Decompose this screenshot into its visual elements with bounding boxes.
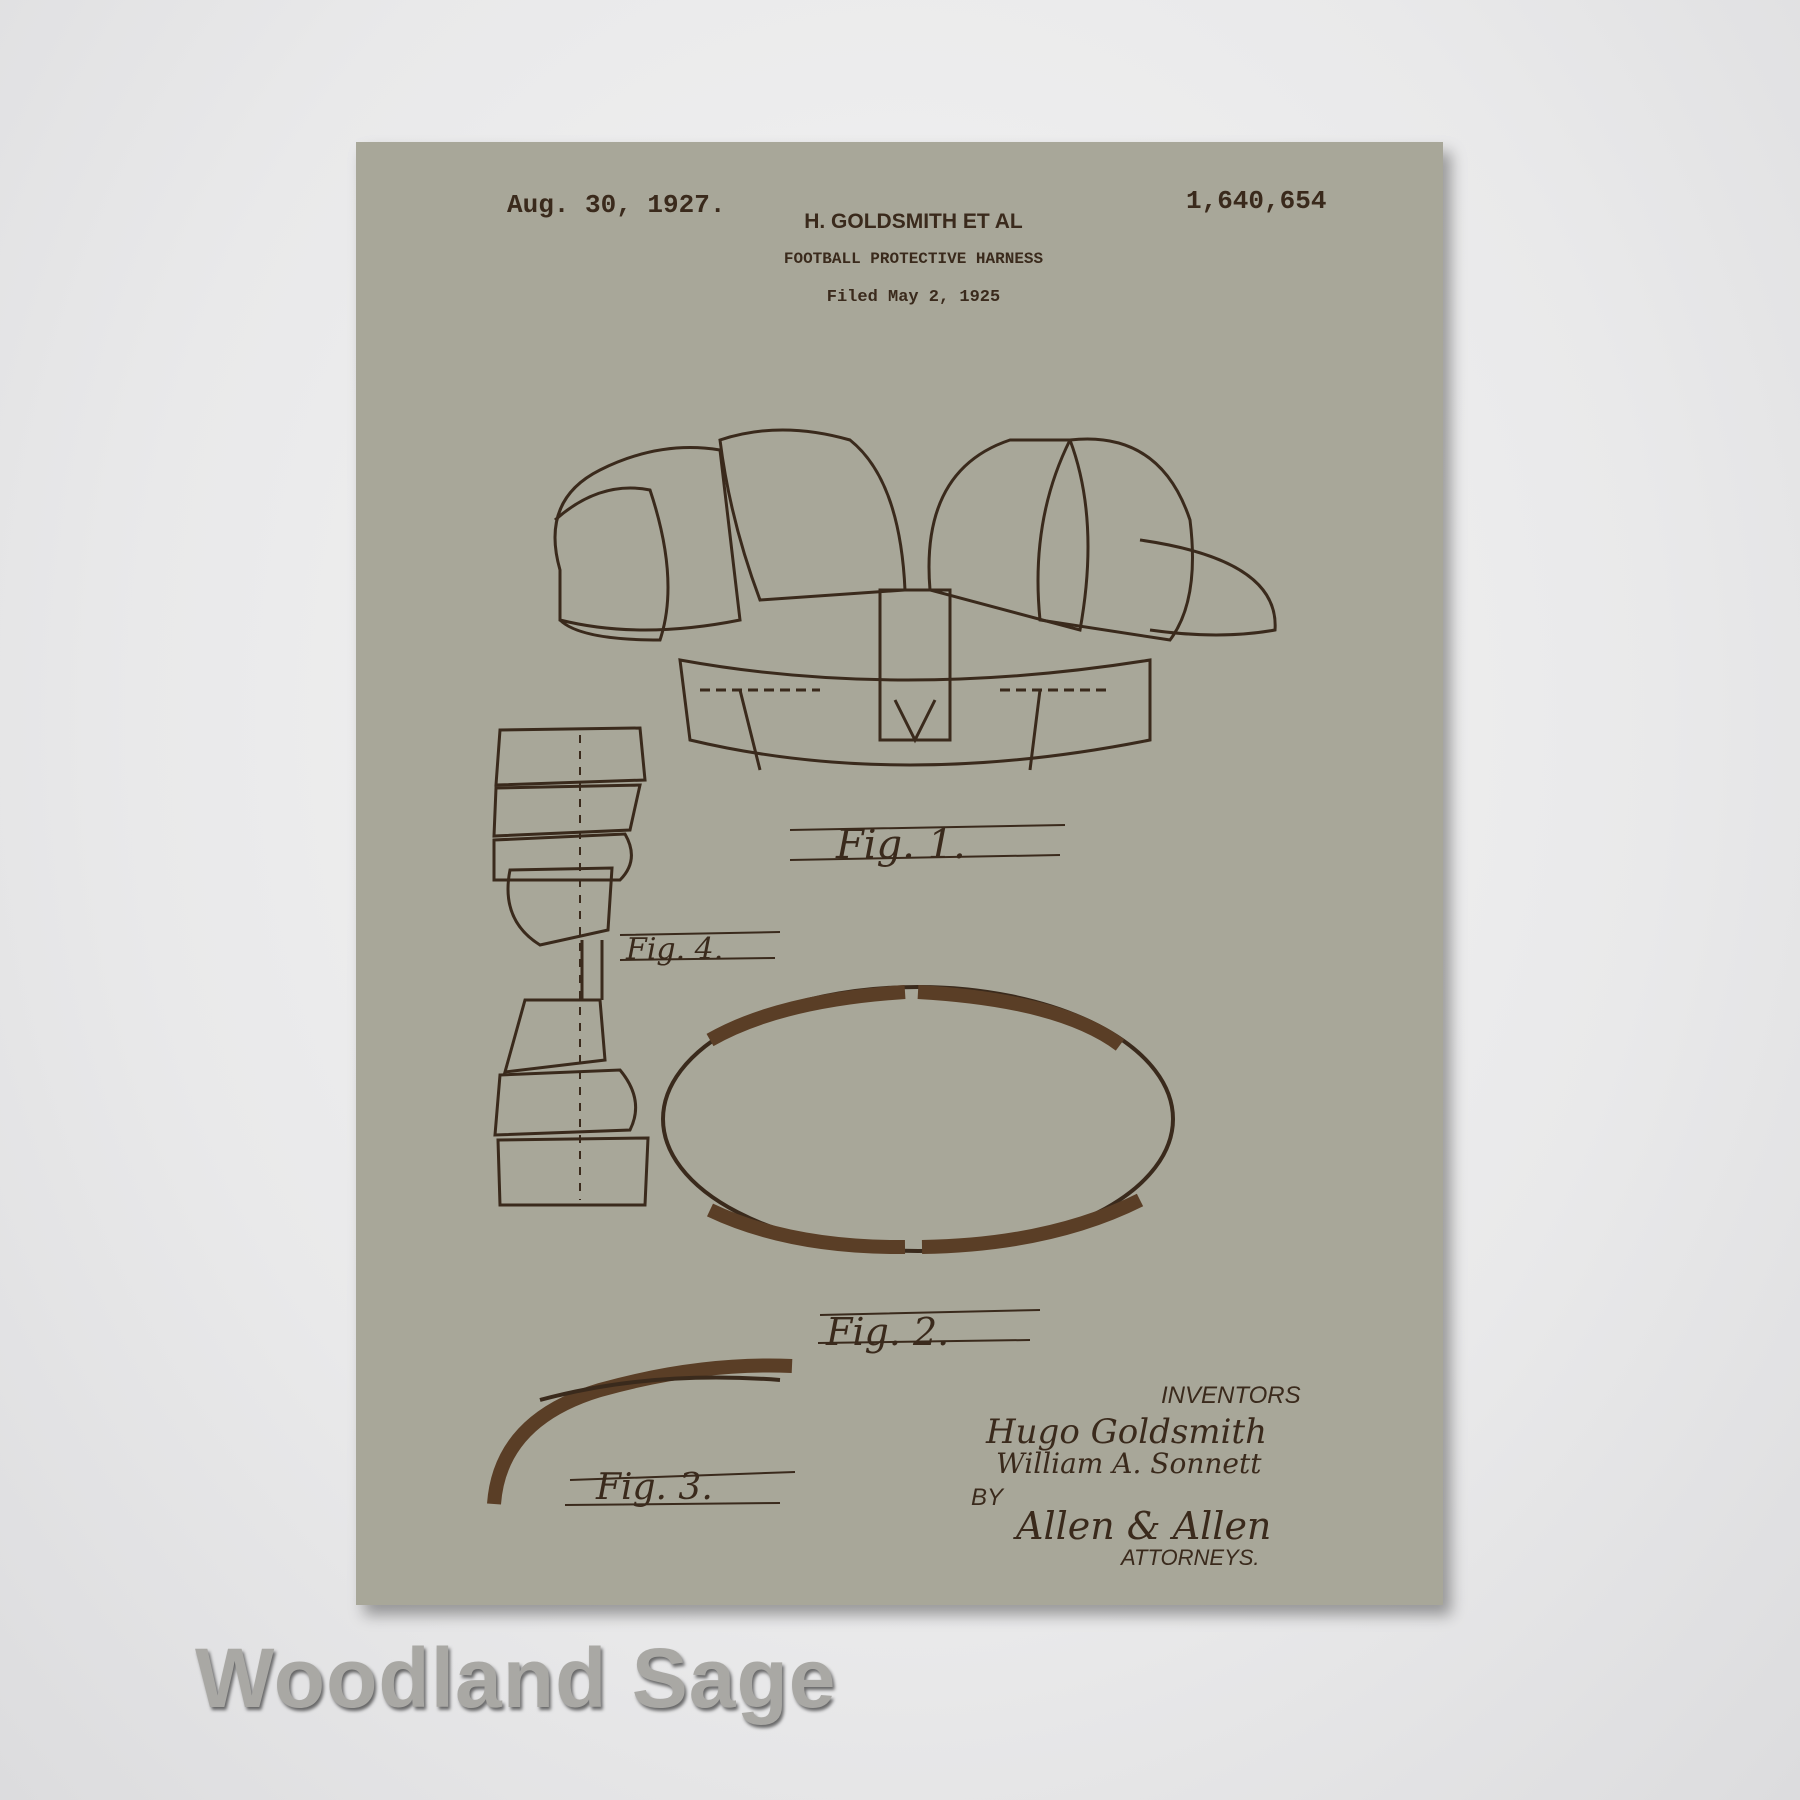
fig3-pad-section xyxy=(487,1358,796,1506)
fig2-label: Fig. 2. xyxy=(826,1310,950,1354)
attorneys-label: ATTORNEYS. xyxy=(1121,1545,1260,1570)
fig1-shoulder-pads xyxy=(553,428,1277,861)
patent-date: Aug. 30, 1927. xyxy=(507,190,726,220)
patent-print: Aug. 30, 1927. 1,640,654 H. GOLDSMITH ET… xyxy=(356,142,1443,1605)
inventor-signature-2: William A. Sonnett xyxy=(996,1447,1262,1480)
fig1-label: Fig. 1. xyxy=(836,822,966,868)
inventor-signature-1: Hugo Goldsmith xyxy=(986,1412,1267,1452)
fig3-label: Fig. 3. xyxy=(596,1467,713,1508)
inventor-header: H. GOLDSMITH ET AL xyxy=(804,210,1023,233)
inventors-label: INVENTORS xyxy=(1161,1382,1301,1409)
fig4-label: Fig. 4. xyxy=(626,932,724,967)
patent-title: FOOTBALL PROTECTIVE HARNESS xyxy=(783,250,1044,268)
attorney-signature: Allen & Allen xyxy=(1016,1504,1272,1548)
patent-drawings xyxy=(487,428,1277,1506)
fig4-pad-stack xyxy=(492,726,781,1207)
filed-date: Filed May 2, 1925 xyxy=(826,288,1001,307)
patent-number: 1,640,654 xyxy=(1186,186,1327,216)
fig2-harness-ring xyxy=(661,985,1175,1344)
product-color-caption: Woodland Sage xyxy=(195,1631,837,1725)
by-label: BY xyxy=(971,1484,1004,1511)
